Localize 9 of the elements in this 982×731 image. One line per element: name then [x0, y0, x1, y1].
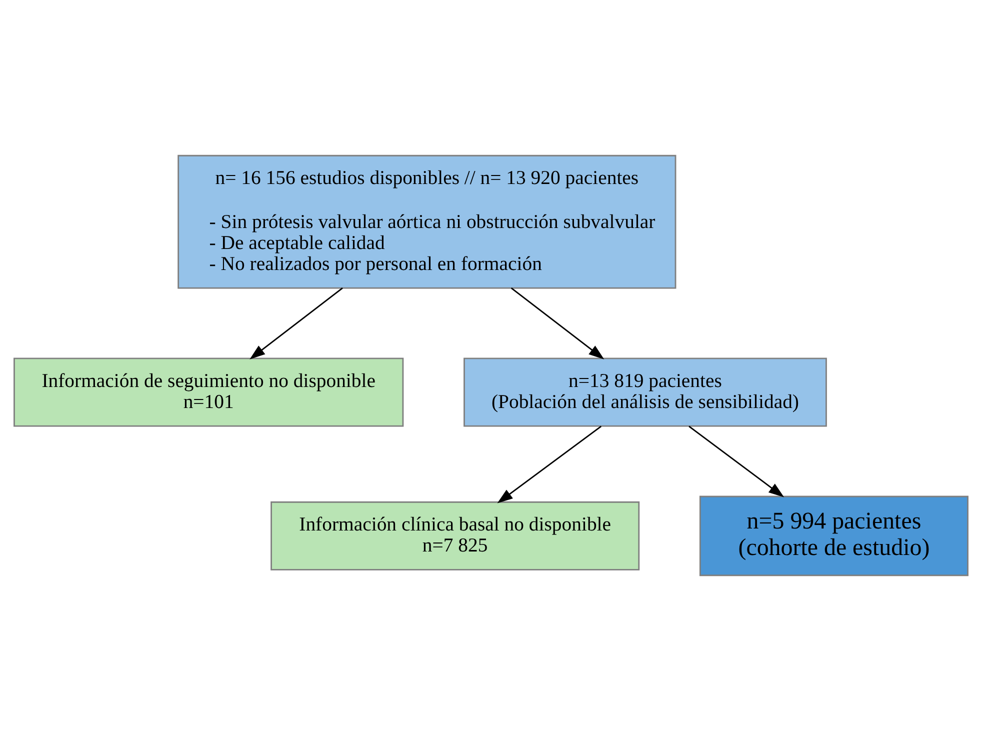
arrow	[250, 287, 343, 360]
arrow	[497, 426, 602, 504]
node-box: n= 16 156 estudios disponibles // n= 13 920 pacientes - Sin prótesis valvular aórtica ni obstrucción subvalvular - De aceptable calidad - No realizados por personal en formación	[178, 154, 676, 289]
node-box: Información clínica basal no disponible n=7 825	[270, 501, 640, 570]
node-box: n=5 994 pacientes (cohorte de estudio)	[699, 496, 968, 576]
arrow	[688, 426, 784, 498]
arrow	[510, 287, 604, 360]
node-box: n=13 819 pacientes (Población del análisis de sensibilidad)	[464, 358, 827, 427]
node-box: Información de seguimiento no disponible n=101	[14, 358, 404, 427]
